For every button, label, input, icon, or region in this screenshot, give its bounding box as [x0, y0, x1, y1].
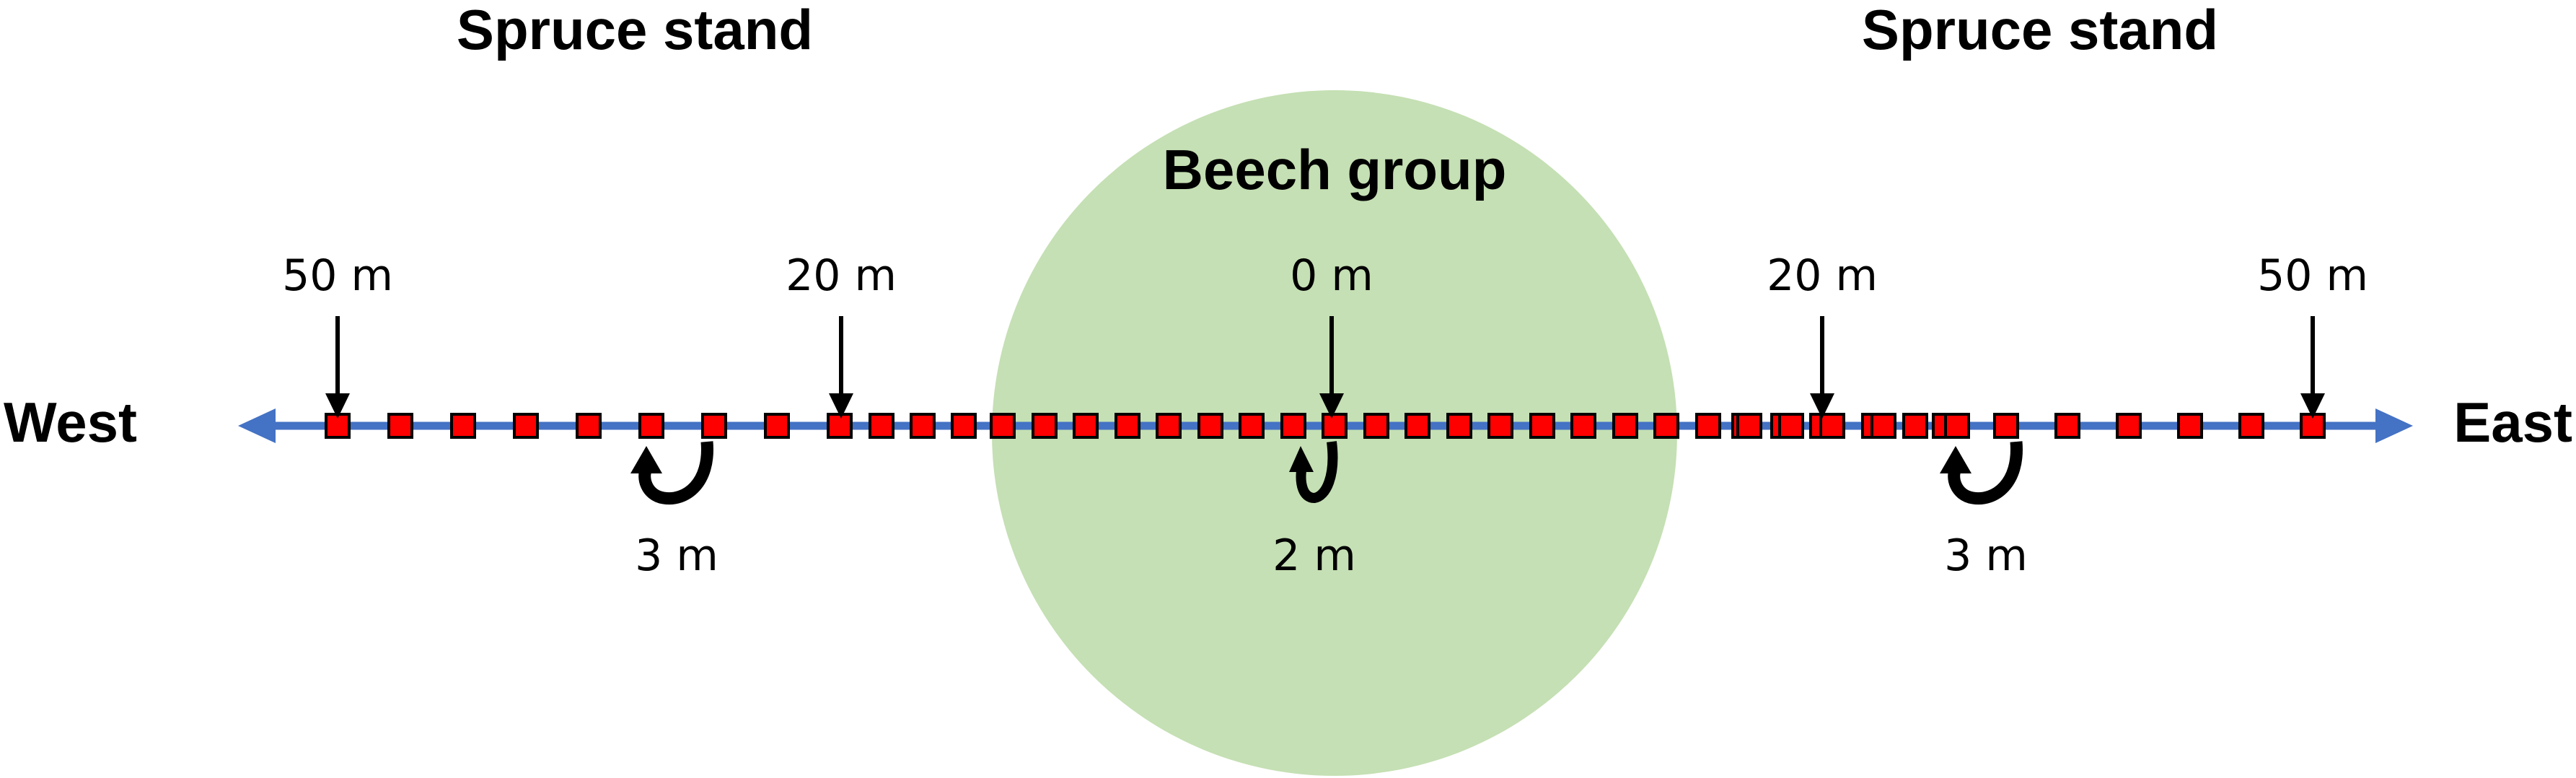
sample-point	[1944, 413, 1970, 439]
east-label: East	[2453, 390, 2572, 454]
curved-arrow-icon	[1948, 441, 2023, 505]
west-label: West	[4, 390, 137, 454]
marker-west-50m: 50 m	[282, 250, 393, 419]
sample-point	[2054, 413, 2080, 439]
sample-point	[1871, 413, 1896, 439]
sample-point	[990, 413, 1016, 439]
west-arrowhead	[238, 408, 276, 443]
sample-point	[1902, 413, 1928, 439]
east-arrowhead	[2375, 408, 2413, 443]
marker-label: 0 m	[1290, 250, 1373, 301]
sample-point	[1487, 413, 1513, 439]
marker-label: 50 m	[282, 250, 393, 301]
sample-point	[1073, 413, 1099, 439]
sample-point	[1653, 413, 1679, 439]
sample-point	[638, 413, 664, 439]
sample-point	[1778, 413, 1804, 439]
spruce-stand-right-label: Spruce stand	[1862, 0, 2218, 61]
spacing-label: 3 m	[635, 530, 718, 581]
sample-point	[1363, 413, 1389, 439]
sample-point	[2238, 413, 2264, 439]
sample-point	[1695, 413, 1721, 439]
spacing-label: 2 m	[1272, 530, 1356, 581]
marker-west-20m: 20 m	[786, 250, 897, 419]
sample-point	[764, 413, 790, 439]
marker-center-0m: 0 m	[1290, 250, 1373, 419]
spacing-east-3m: 3 m	[1940, 441, 2028, 581]
sample-point	[1197, 413, 1223, 439]
spacing-west-3m: 3 m	[630, 441, 718, 581]
spacing-label: 3 m	[1944, 530, 2028, 581]
spacing-center-2m: 2 m	[1272, 441, 1356, 581]
sample-point	[576, 413, 602, 439]
sample-point	[1280, 413, 1306, 439]
sample-point	[827, 413, 853, 439]
marker-label: 20 m	[786, 250, 897, 301]
sample-point	[2116, 413, 2142, 439]
sample-point	[1446, 413, 1472, 439]
sample-point	[2177, 413, 2203, 439]
sample-point	[513, 413, 539, 439]
sample-point	[387, 413, 413, 439]
sample-point	[1529, 413, 1555, 439]
marker-east-20m: 20 m	[1767, 250, 1878, 419]
curved-arrow-icon	[638, 441, 713, 505]
sample-point	[1570, 413, 1596, 439]
sample-point	[1819, 413, 1845, 439]
sample-point	[1239, 413, 1265, 439]
sample-point	[1736, 413, 1762, 439]
sample-point	[1612, 413, 1638, 439]
beech-group-label: Beech group	[1163, 138, 1507, 201]
marker-label: 50 m	[2257, 250, 2368, 301]
spruce-stand-left-label: Spruce stand	[457, 0, 813, 61]
sample-point	[701, 413, 727, 439]
sample-point	[1156, 413, 1182, 439]
sample-point	[1993, 413, 2019, 439]
sample-point	[450, 413, 476, 439]
sample-point	[951, 413, 977, 439]
marker-east-50m: 50 m	[2257, 250, 2368, 419]
sample-point	[1115, 413, 1140, 439]
sample-point	[1405, 413, 1430, 439]
curved-arrow-icon	[1296, 441, 1338, 504]
marker-label: 20 m	[1767, 250, 1878, 301]
sample-point	[910, 413, 936, 439]
sample-points	[325, 413, 2326, 439]
sample-point	[1032, 413, 1058, 439]
spacing-annotations: 3 m 2 m 3 m	[630, 441, 2028, 581]
sample-point	[1322, 413, 1348, 439]
sample-point	[869, 413, 894, 439]
distance-markers: 50 m 20 m 0 m 20 m 50 m	[282, 250, 2368, 419]
